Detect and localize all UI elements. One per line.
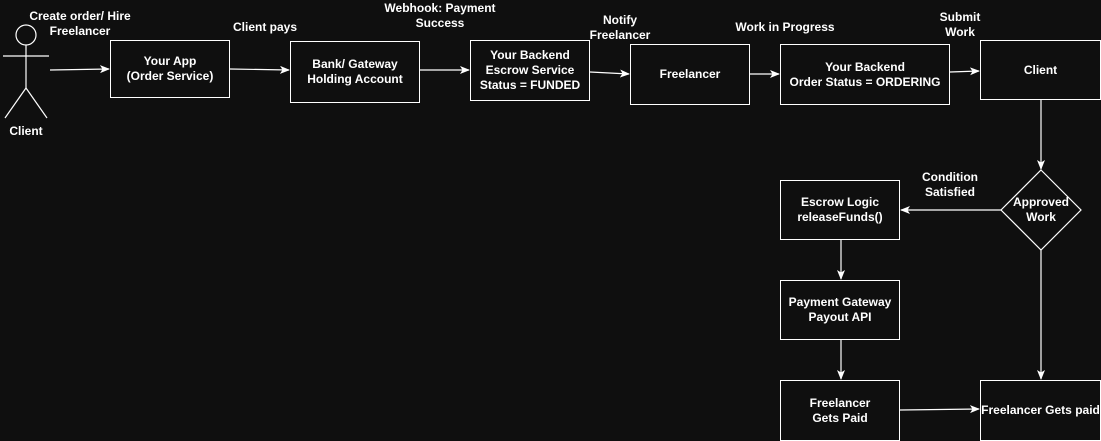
edge-app-to-bank: [229, 65, 290, 74]
client-actor-icon: [3, 24, 49, 119]
backend-escrow-node: Your Backend Escrow Service Status = FUN…: [470, 40, 590, 101]
freelancer-node: Freelancer: [630, 44, 750, 105]
edge-backend-to-client: [949, 67, 980, 76]
condition-satisfied-label: Condition Satisfied: [922, 170, 978, 199]
freelancer-gets-paid-node: Freelancer Gets Paid: [780, 380, 900, 441]
client-pays-label: Client pays: [232, 20, 298, 34]
notify-label: Notify Freelancer: [589, 13, 651, 42]
freelancer-gets-paid-final-node: Freelancer Gets paid: [980, 380, 1101, 441]
escrow-logic-node: Escrow Logic releaseFunds(): [780, 180, 900, 240]
backend-order-node: Your Backend Order Status = ORDERING: [780, 44, 950, 105]
edge-client-to-app: [49, 65, 110, 74]
approved-work-label: Approved Work: [1012, 195, 1069, 224]
create-order-label: Create order/ Hire Freelancer: [29, 9, 131, 38]
submit-work-label: Submit Work: [939, 10, 981, 39]
client-actor-label: Client: [9, 124, 43, 138]
edge-escrow-to-freelancer: [589, 69, 630, 78]
your-app-node: Your App (Order Service): [110, 40, 230, 98]
client-node: Client: [980, 40, 1101, 100]
work-in-progress-label: Work in Progress: [735, 20, 835, 34]
payment-gateway-node: Payment Gateway Payout API: [780, 280, 900, 340]
edge-paid-to-final: [899, 405, 980, 414]
webhook-label: Webhook: Payment Success: [384, 1, 496, 30]
bank-gateway-node: Bank/ Gateway Holding Account: [290, 41, 420, 103]
